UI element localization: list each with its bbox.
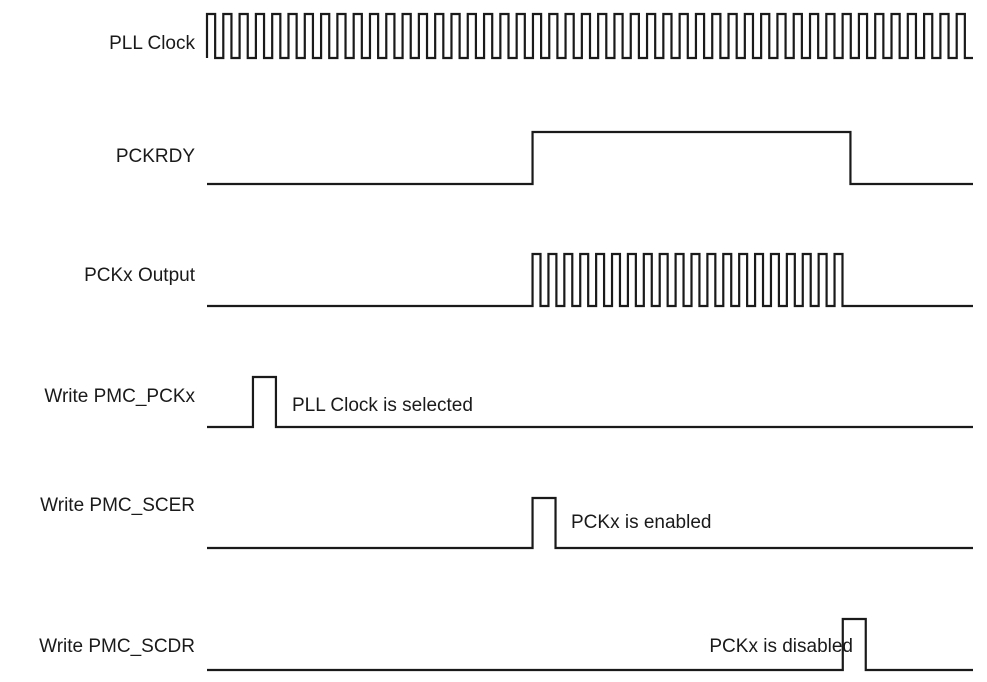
signal-row-write-pmc-pckx: Write PMC_PCKx PLL Clock is selected xyxy=(44,375,973,429)
signal-row-write-pmc-scdr: Write PMC_SCDR PCKx is disabled xyxy=(39,617,973,672)
annotation-pll-clock-selected: PLL Clock is selected xyxy=(292,395,473,416)
waveform-pckrdy xyxy=(207,130,973,186)
signal-row-write-pmc-scer: Write PMC_SCER PCKx is enabled xyxy=(40,495,973,550)
waveform-write-pmc-scdr xyxy=(207,617,973,672)
annotation-pckx-disabled: PCKx is disabled xyxy=(709,636,853,657)
annotation-pckx-enabled: PCKx is enabled xyxy=(571,512,711,533)
signal-row-pckx-output: PCKx Output xyxy=(84,252,973,308)
signal-label-pckx-output: PCKx Output xyxy=(84,265,196,286)
signal-row-pckrdy: PCKRDY xyxy=(116,130,973,186)
signal-label-pckrdy: PCKRDY xyxy=(116,146,196,167)
signal-label-write-pmc-scdr: Write PMC_SCDR xyxy=(39,636,195,657)
waveform-pll-clock xyxy=(205,12,973,60)
waveform-pckx-output xyxy=(207,252,973,308)
signal-label-write-pmc-scer: Write PMC_SCER xyxy=(40,495,195,516)
waveform-write-pmc-pckx xyxy=(207,375,973,429)
signal-label-pll-clock: PLL Clock xyxy=(109,33,195,54)
signal-label-write-pmc-pckx: Write PMC_PCKx xyxy=(44,386,195,407)
waveform-write-pmc-scer xyxy=(207,496,973,550)
signal-row-pll-clock: PLL Clock xyxy=(109,12,973,60)
